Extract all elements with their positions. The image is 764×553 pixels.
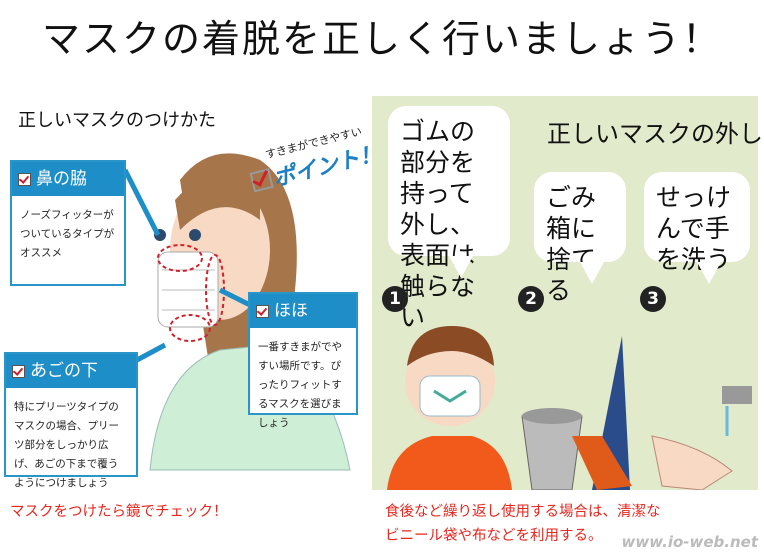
removal-steps-illustration: [387, 326, 752, 490]
page-title: マスクの着脱を正しく行いましょう！: [42, 17, 723, 61]
checkbox-icon: [18, 173, 31, 186]
cheek-box: ほほ 一番すきまがでやすい場所です。ぴったりフィットするマスクを選びましょう: [248, 292, 358, 429]
checkbox-icon: [12, 365, 25, 378]
under-chin-box: あごの下 特にプリーツタイプのマスクの場合、プリーツ部分をしっかり広げ、あごの下…: [4, 352, 138, 489]
checkbox-icon: [256, 305, 269, 318]
step-1-bubble: ゴムの部分を持って外し、表面は触らない: [388, 106, 510, 332]
right-note-line1: 食後など繰り返し使用する場合は、清潔な: [385, 504, 661, 520]
left-subtitle: 正しいマスクのつけかた: [18, 110, 216, 131]
left-note: マスクをつけたら鏡でチェック！: [10, 504, 228, 520]
step-3-bubble: せっけんで手を洗う: [644, 172, 750, 284]
step-2-bubble: ごみ箱に捨てる: [534, 172, 626, 305]
step-1-number: 1: [382, 286, 408, 312]
right-note-line2: ビニール袋や布などを利用する。: [385, 528, 603, 544]
nose-side-box: 鼻の脇 ノーズフィッターがついているタイプがオススメ: [10, 160, 126, 286]
step-3-number: 3: [640, 286, 666, 312]
mask-removal-panel: 正しいマスクの外し方 ゴムの部分を持って外し、表面は触らない ごみ箱に捨てる せ…: [372, 96, 764, 490]
step-2-number: 2: [518, 286, 544, 312]
panel-title: 正しいマスクの外し方: [547, 120, 764, 148]
checkbox-icon: [249, 168, 274, 193]
watermark: www.io-web.net: [621, 533, 758, 551]
